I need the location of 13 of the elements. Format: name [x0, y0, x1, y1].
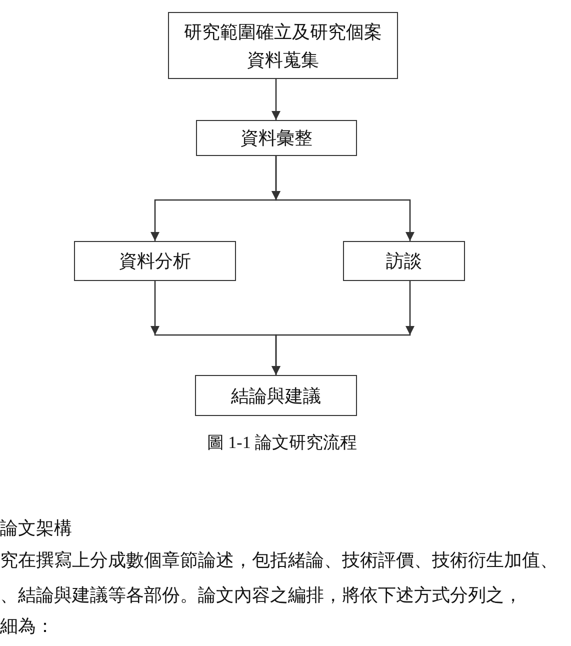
process-box: 結論與建議 [195, 375, 357, 416]
process-box: 資料彙整 [196, 120, 357, 156]
section-heading: 論文架構 [0, 517, 72, 540]
paragraph-line: 究在撰寫上分成數個章節論述，包括緒論、技術評價、技術衍生加值、 [0, 549, 558, 572]
figure-caption: 圖 1-1 論文研究流程 [206, 432, 358, 454]
arrow [272, 156, 414, 241]
process-box: 研究範圍確立及研究個案資料蒐集 [168, 12, 398, 79]
arrow [272, 281, 414, 375]
paragraph-line: 、結論與建議等各部份。論文內容之編排，將依下述方式分列之， [0, 584, 522, 607]
process-box: 訪談 [343, 241, 465, 281]
process-box: 資料分析 [74, 241, 236, 281]
paragraph-line: 細為： [0, 615, 54, 638]
arrow [272, 79, 280, 120]
